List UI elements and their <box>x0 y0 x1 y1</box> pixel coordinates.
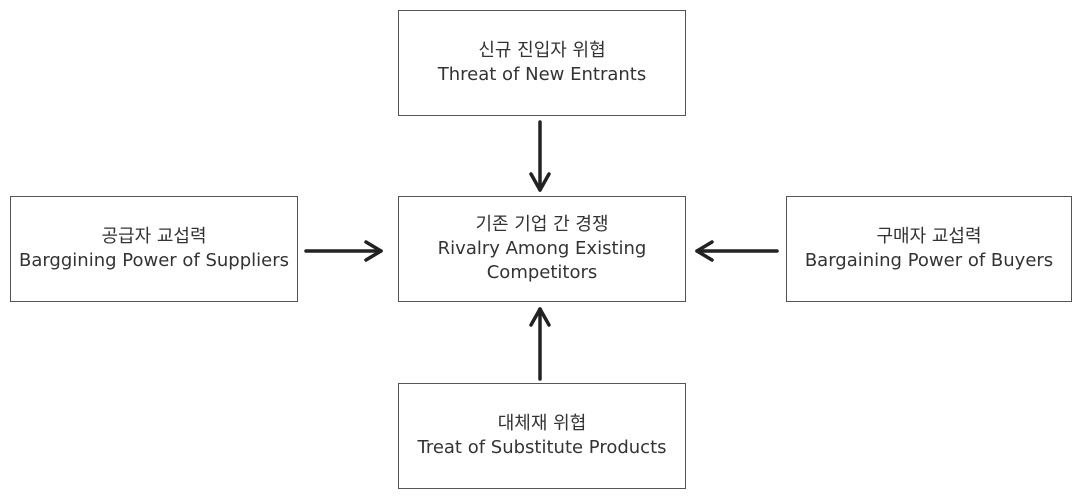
arrow-substitutes-to-rivalry <box>529 307 551 381</box>
rivalry-box: 기존 기업 간 경쟁 Rivalry Among Existing Compet… <box>398 196 686 302</box>
rivalry-title-ko: 기존 기업 간 경쟁 <box>475 214 609 235</box>
arrow-buyers-to-rivalry <box>695 240 779 262</box>
arrow-suppliers-to-rivalry <box>304 240 383 262</box>
buyers-title-en: Bargaining Power of Buyers <box>804 250 1054 271</box>
substitutes-title-en: Treat of Substitute Products <box>417 437 667 458</box>
new-entrants-box: 신규 진입자 위협 Threat of New Entrants <box>398 10 686 116</box>
suppliers-title-en: Barggining Power of Suppliers <box>18 250 290 271</box>
arrow-new-entrants-to-rivalry <box>529 120 551 192</box>
rivalry-title-en-line1: Rivalry Among Existing <box>437 238 647 259</box>
substitutes-box: 대체재 위협 Treat of Substitute Products <box>398 383 686 489</box>
new-entrants-title-en: Threat of New Entrants <box>437 64 647 85</box>
suppliers-box: 공급자 교섭력 Barggining Power of Suppliers <box>10 196 298 302</box>
suppliers-title-ko: 공급자 교섭력 <box>101 226 207 247</box>
rivalry-title-en-line2: Competitors <box>486 262 598 283</box>
buyers-box: 구매자 교섭력 Bargaining Power of Buyers <box>786 196 1072 302</box>
new-entrants-title-ko: 신규 진입자 위협 <box>478 40 606 61</box>
buyers-title-ko: 구매자 교섭력 <box>876 226 982 247</box>
substitutes-title-ko: 대체재 위협 <box>497 413 587 434</box>
